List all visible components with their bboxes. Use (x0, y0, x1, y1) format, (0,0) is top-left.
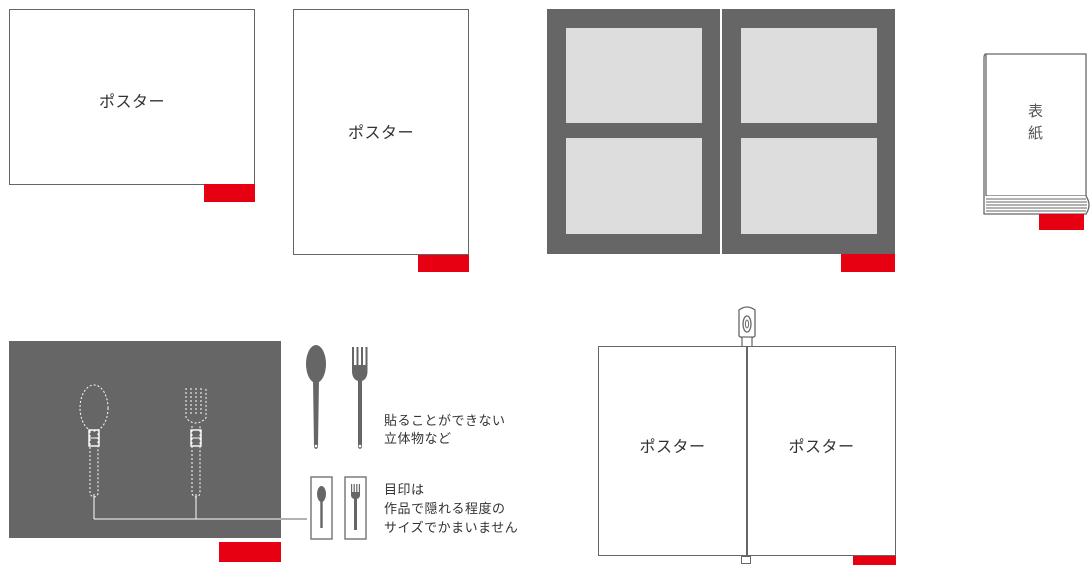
landscape-poster-label: ポスター (98, 92, 165, 111)
marker-portrait-poster (418, 255, 469, 272)
hanging-poster-left-label: ポスター (639, 437, 706, 456)
portrait-poster-label: ポスター (347, 123, 414, 142)
photo-top-right (741, 28, 877, 123)
note-3d-objects-line1: 貼ることができない (384, 414, 506, 429)
photo-bottom-right (741, 138, 877, 234)
cutlery-display-panel (9, 341, 281, 538)
hanging-poster-right: ポスター (747, 346, 896, 556)
book-cover-label-2: 紙 (1028, 124, 1044, 142)
note-marker-size-line3: サイズでかまいません (384, 521, 519, 536)
book-icon (983, 53, 1090, 215)
marker-hanging-posters (853, 556, 896, 565)
dotted-fork-icon (185, 388, 207, 498)
bottom-clip (741, 556, 751, 564)
tape-roll-icon (738, 306, 756, 348)
hanging-poster-left: ポスター (598, 346, 747, 556)
note-3d-objects-line2: 立体物など (384, 432, 452, 447)
small-fork-frame-icon (344, 476, 367, 540)
book-cover-label-1: 表 (1028, 102, 1044, 120)
note-marker-size-line2: 作品で隠れる程度の (384, 502, 506, 517)
photo-top-left (566, 28, 702, 123)
marker-cutlery (219, 542, 281, 562)
marker-book (1039, 214, 1084, 230)
portrait-poster: ポスター (293, 9, 469, 255)
note-marker-size-line1: 目印は (384, 483, 425, 498)
marker-photo-panels (841, 254, 895, 272)
marker-landscape-poster (204, 184, 255, 202)
hanging-poster-right-label: ポスター (788, 437, 855, 456)
spoon-icon (306, 345, 326, 449)
small-spoon-frame-icon (310, 476, 333, 540)
fork-icon (352, 347, 368, 449)
photo-bottom-left (566, 138, 702, 234)
landscape-poster: ポスター (9, 9, 255, 185)
